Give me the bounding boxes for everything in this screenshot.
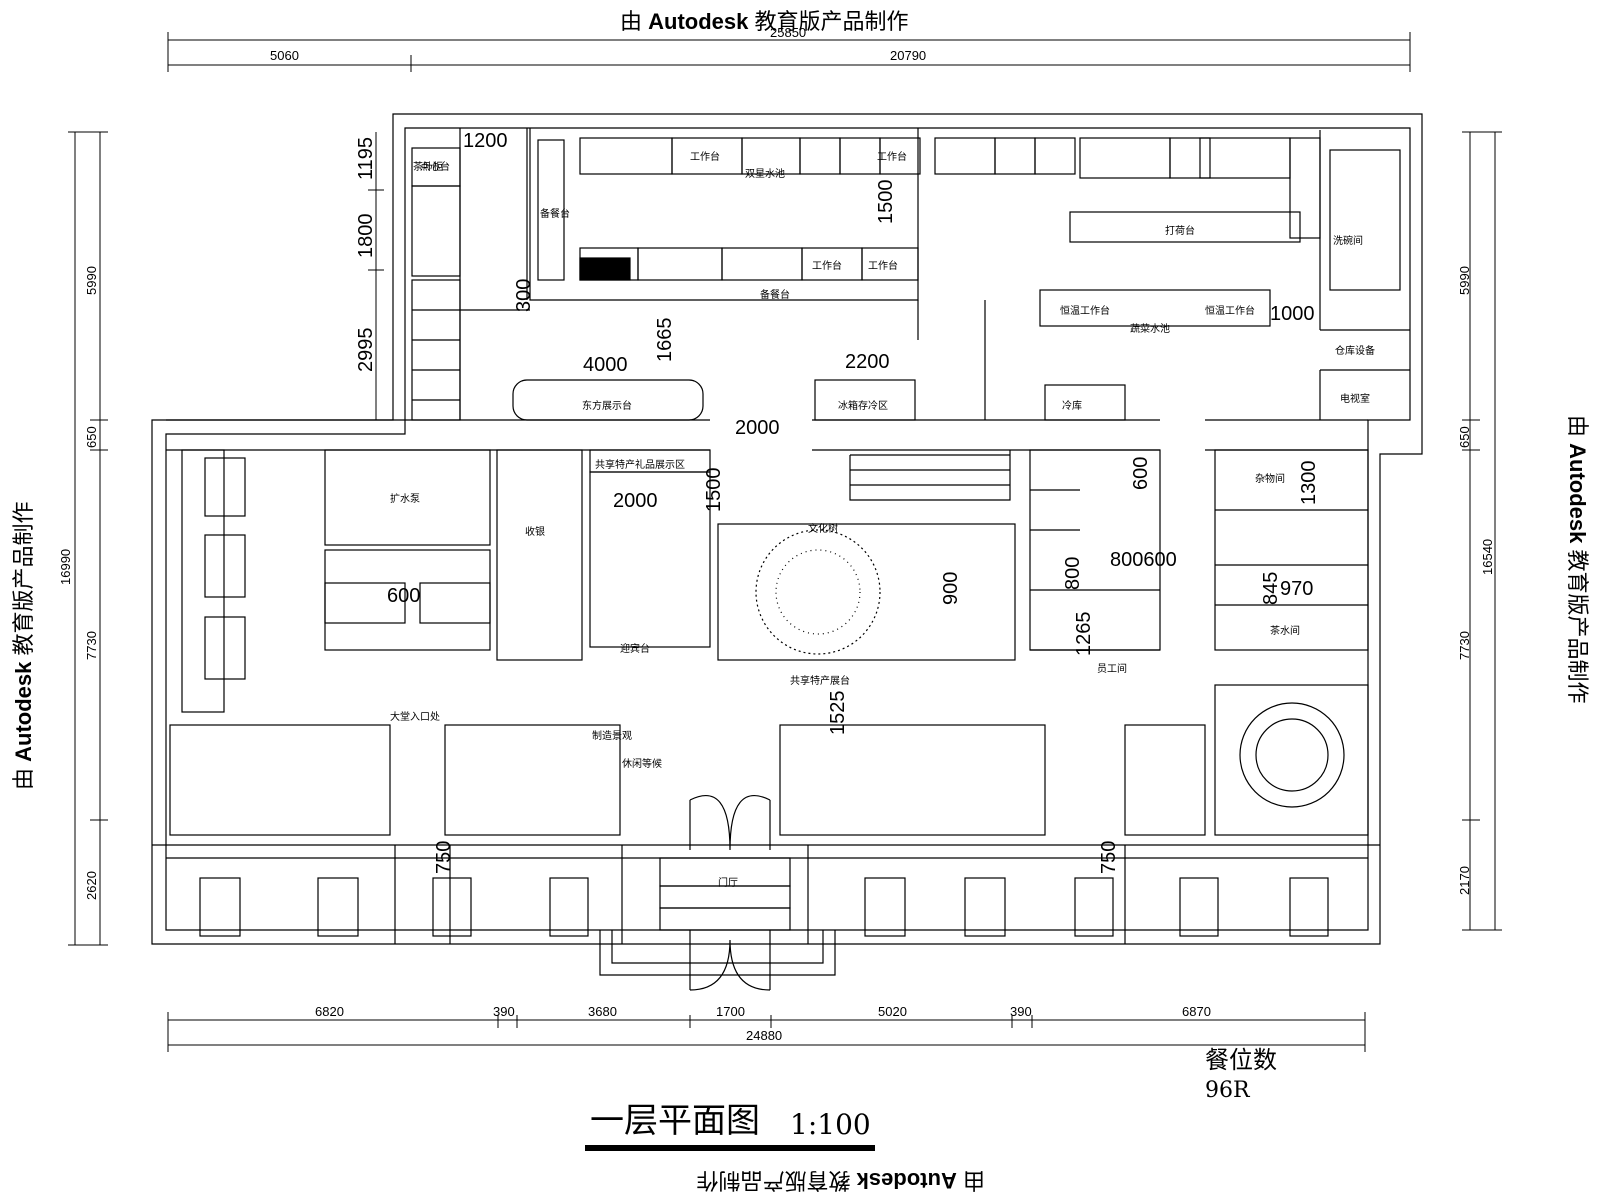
label-work-table: 工作台	[877, 152, 907, 163]
dim-left-total: 16990	[58, 548, 73, 585]
dim-800600: 800600	[1110, 549, 1177, 571]
dim-4000: 4000	[583, 354, 628, 376]
dim-left-a: 5990	[84, 266, 99, 295]
dim-1300: 1300	[1298, 460, 1320, 506]
label-dish-room: 洗碗间	[1333, 236, 1363, 247]
dim-left-c: 7730	[84, 631, 99, 660]
dim-left-b: 650	[84, 426, 99, 448]
label-work-table: 工作台	[690, 152, 720, 163]
label-elec: 电视室	[1340, 394, 1370, 405]
outer-wall	[151, 113, 1423, 945]
watermark-bottom: 由 Autodesk 教育版产品制作	[696, 1168, 986, 1193]
label-staff: 员工间	[1097, 664, 1127, 675]
label-tree: 文化树	[808, 524, 838, 535]
dim-bottom-seg: 390	[1010, 1004, 1032, 1019]
label-pass: 备餐台	[760, 290, 790, 301]
dim-right-a: 5990	[1457, 266, 1472, 295]
dim-1195: 1195	[355, 136, 377, 180]
label-warm-table: 恒温工作台	[1205, 306, 1255, 317]
watermark-top: 由 Autodesk 教育版产品制作	[620, 9, 909, 34]
dim-bottom-seg: 390	[493, 1004, 515, 1019]
dim-2000a: 2000	[735, 417, 780, 439]
label-gift: 共享特产礼品展示区	[595, 460, 685, 471]
dim-900: 900	[940, 571, 962, 605]
label-cashier: 收银	[525, 527, 545, 538]
dim-800: 800	[1062, 556, 1084, 590]
dim-bottom-seg: 5020	[878, 1004, 907, 1019]
label-work-table: 工作台	[812, 261, 842, 272]
label-seat-note: 大堂入口处	[390, 712, 440, 723]
watermark-left: 由 Autodesk 教育版产品制作	[11, 501, 36, 791]
dim-2000b: 2000	[613, 490, 658, 512]
dim-left-d: 2620	[84, 871, 99, 900]
dim-1000: 1000	[1270, 303, 1315, 325]
label-shrine: 扩水泵	[390, 494, 420, 505]
dim-top-right: 20790	[890, 48, 927, 63]
dim-bottom-seg: 1700	[716, 1004, 745, 1019]
dim-1500a: 1500	[875, 179, 897, 225]
dim-1525: 1525	[827, 690, 849, 736]
dim-600a: 600	[1130, 456, 1152, 490]
label-storage: 仓库设备	[1335, 346, 1375, 357]
dim-bottom-seg: 3680	[588, 1004, 617, 1019]
label-fridge: 冷库	[1062, 401, 1082, 412]
label-display: 东方展示台	[582, 401, 632, 412]
dim-1265: 1265	[1073, 611, 1095, 657]
dim-2995: 2995	[355, 327, 377, 373]
label-landscape: 制造景观	[592, 731, 632, 742]
dim-1800: 1800	[355, 213, 377, 259]
dim-1665: 1665	[654, 317, 676, 363]
seat-count-value: 96R	[1205, 1078, 1250, 1103]
label-veg-sink: 蔬菜水池	[1130, 324, 1170, 335]
dim-970: 970	[1280, 578, 1314, 600]
dim-right-d: 2170	[1457, 866, 1472, 895]
label-wash: 杂物间	[1255, 474, 1285, 485]
dim-bottom-seg: 6820	[315, 1004, 344, 1019]
label-front: 茶叶柜	[413, 162, 443, 173]
label-cake: 点心台	[420, 162, 450, 173]
dim-top-left: 5060	[270, 48, 299, 63]
watermark-right: 由 Autodesk 教育版产品制作	[1565, 415, 1590, 704]
seat-count-label: 餐位数	[1205, 1046, 1277, 1074]
label-work-table: 工作台	[868, 261, 898, 272]
dim-1200: 1200	[463, 130, 508, 152]
label-pass-side: 备餐台	[540, 209, 570, 220]
drawing-title: 一层平面图	[590, 1101, 760, 1141]
drawing-scale: 1:100	[790, 1108, 871, 1141]
label-shared: 冰箱存冷区	[838, 401, 888, 412]
dim-750a: 750	[433, 840, 455, 874]
dim-300: 300	[513, 278, 535, 312]
inner-wall	[165, 127, 1411, 931]
dim-1500b: 1500	[703, 467, 725, 513]
dim-2200: 2200	[845, 351, 890, 373]
label-sink: 双星水池	[745, 169, 785, 180]
dim-right-c: 7730	[1457, 631, 1472, 660]
label-warm-table: 恒温工作台	[1060, 306, 1110, 317]
dim-600b: 600	[387, 585, 421, 607]
label-print-table: 打荷台	[1165, 226, 1195, 237]
dim-bottom-seg: 6870	[1182, 1004, 1211, 1019]
label-lounge: 休闲等候	[622, 759, 662, 770]
label-welcome: 迎宾台	[620, 644, 650, 655]
dim-right-total: 16540	[1480, 538, 1495, 575]
dim-750b: 750	[1098, 840, 1120, 874]
dim-bottom-total: 24880	[746, 1028, 783, 1043]
dim-top-total: 25850	[770, 25, 807, 40]
label-product: 共享特产展台	[790, 676, 850, 687]
label-entrance: 门厅	[718, 878, 738, 889]
dim-right-b: 650	[1457, 426, 1472, 448]
label-tea: 茶水间	[1270, 626, 1300, 637]
